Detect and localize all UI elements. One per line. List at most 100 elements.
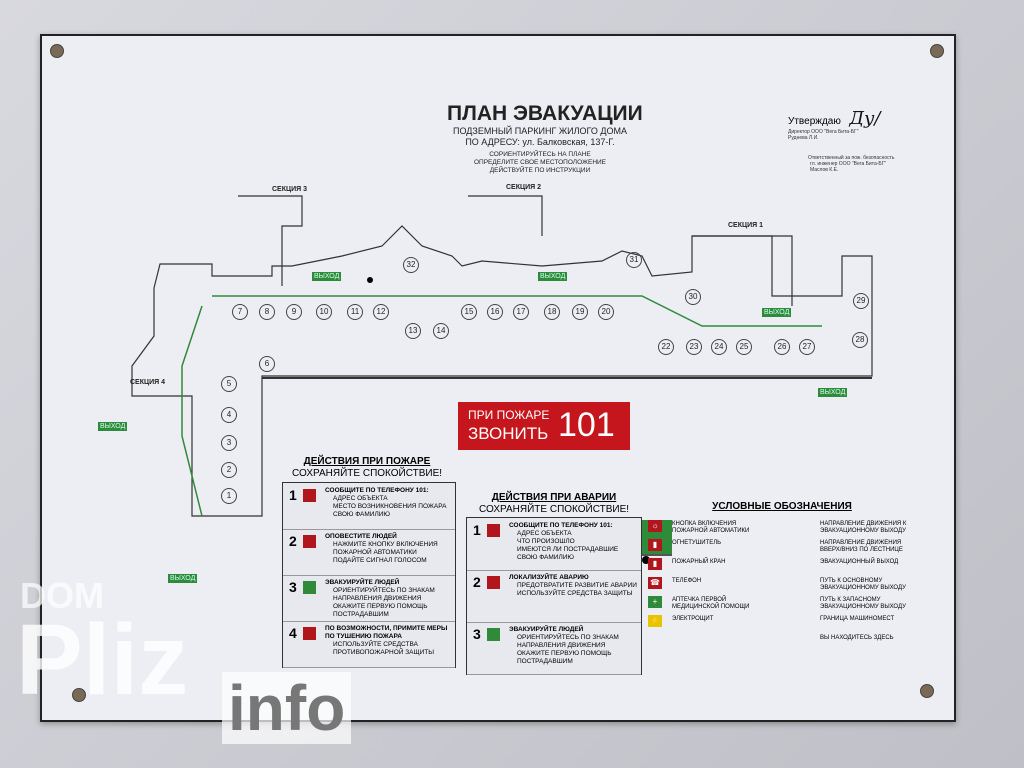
screw bbox=[930, 44, 944, 58]
watermark-logo: Pliz bbox=[16, 604, 189, 716]
parking-spot-number: 19 bbox=[572, 304, 588, 320]
parking-spot-number: 32 bbox=[403, 257, 419, 273]
parking-spot-number: 18 bbox=[544, 304, 560, 320]
exit-sign: ВЫХОД bbox=[818, 388, 848, 397]
step-item: СВОЮ ФАМИЛИЮ bbox=[517, 554, 574, 561]
step-item: ИМЕЮТСЯ ЛИ ПОСТРАДАВШИЕ bbox=[517, 546, 619, 553]
step-number: 4 bbox=[289, 625, 297, 641]
legend-label: ПОЖАРНЫЙ КРАН bbox=[672, 559, 726, 565]
legend-label: ПУТЬ К ОСНОВНОМУ ЭВАКУАЦИОННОМУ ВЫХОДУ bbox=[820, 578, 906, 591]
exit-sign: ВЫХОД bbox=[762, 308, 792, 317]
parking-spot-number: 13 bbox=[405, 323, 421, 339]
legend-label: ОГНЕТУШИТЕЛЬ bbox=[672, 540, 722, 546]
legend-label: ЭВАКУАЦИОННЫЙ ВЫХОД bbox=[820, 559, 899, 565]
parking-spot-number: 2 bbox=[221, 462, 237, 478]
subtitle: ПОДЗЕМНЫЙ ПАРКИНГ ЖИЛОГО ДОМА bbox=[453, 126, 627, 136]
step-item: ИСПОЛЬЗУЙТЕ СРЕДСТВА ЗАЩИТЫ bbox=[517, 590, 633, 597]
step-item: ЧТО ПРОИЗОШЛО bbox=[517, 538, 575, 545]
legend-label: КНОПКА ВКЛЮЧЕНИЯ ПОЖАРНОЙ АВТОМАТИКИ bbox=[672, 521, 750, 534]
parking-spot-number: 14 bbox=[433, 323, 449, 339]
step-icon bbox=[303, 535, 316, 548]
legend-label: НАПРАВЛЕНИЕ ДВИЖЕНИЯ К ЭВАКУАЦИОННОМУ ВЫ… bbox=[820, 521, 907, 534]
parking-spot-number: 20 bbox=[598, 304, 614, 320]
step-item: ОКАЖИТЕ ПЕРВУЮ ПОМОЩЬ ПОСТРАДАВШИМ bbox=[333, 603, 428, 618]
step-icon bbox=[303, 581, 316, 594]
watermark-top: DOM bbox=[20, 575, 104, 616]
step-item: ОРИЕНТИРУЙТЕСЬ ПО ЗНАКАМ НАПРАВЛЕНИЯ ДВИ… bbox=[517, 634, 619, 649]
watermark-suffix: info bbox=[222, 672, 352, 744]
step-item: ИСПОЛЬЗУЙТЕ СРЕДСТВА ПРОТИВОПОЖАРНОЙ ЗАЩ… bbox=[333, 641, 434, 656]
parking-spot-number: 12 bbox=[373, 304, 389, 320]
section-label: СЕКЦИЯ 2 bbox=[506, 184, 542, 191]
parking-spot-number: 22 bbox=[658, 339, 674, 355]
fire-call-banner: ПРИ ПОЖАРЕ ЗВОНИТЬ 101 bbox=[458, 402, 630, 450]
legend-symbol bbox=[642, 550, 672, 552]
step-number: 3 bbox=[473, 626, 481, 642]
signature: Ду/ bbox=[843, 108, 881, 129]
step-icon bbox=[487, 576, 500, 589]
legend-icon: ☎ bbox=[648, 577, 662, 589]
parking-spot-number: 11 bbox=[347, 304, 363, 320]
instruction: ДЕЙСТВУЙТЕ ПО ИНСТРУКЦИИ bbox=[489, 167, 591, 174]
fire-actions-title: ДЕЙСТВИЯ ПРИ ПОЖАРЕ bbox=[303, 456, 431, 467]
director-name: Руднева Л.И. bbox=[788, 135, 819, 141]
parking-spot-number: 8 bbox=[259, 304, 275, 320]
section-label: СЕКЦИЯ 1 bbox=[728, 222, 764, 229]
step-head: ЭВАКУИРУЙТЕ ЛЮДЕЙ bbox=[509, 626, 584, 633]
step-head: ЭВАКУИРУЙТЕ ЛЮДЕЙ bbox=[325, 579, 400, 586]
step-item: МЕСТО ВОЗНИКНОВЕНИЯ ПОЖАРА bbox=[333, 503, 447, 510]
parking-spot-number: 23 bbox=[686, 339, 702, 355]
step-head: ОПОВЕСТИТЕ ЛЮДЕЙ bbox=[325, 533, 397, 540]
legend: ☼КНОПКА ВКЛЮЧЕНИЯ ПОЖАРНОЙ АВТОМАТИКИ▮ОГ… bbox=[642, 520, 914, 658]
step-number: 2 bbox=[289, 533, 297, 549]
legend-label: АПТЕЧКА ПЕРВОЙ МЕДИЦИНСКОЙ ПОМОЩИ bbox=[672, 597, 750, 610]
legend-icon: ⚡ bbox=[648, 615, 662, 627]
parking-spot-number: 10 bbox=[316, 304, 332, 320]
parking-spot-number: 26 bbox=[774, 339, 790, 355]
step-icon bbox=[303, 627, 316, 640]
legend-label: НАПРАВЛЕНИЕ ДВИЖЕНИЯ ВВЕРХ/ВНИЗ ПО ЛЕСТН… bbox=[820, 540, 903, 553]
parking-spot-number: 3 bbox=[221, 435, 237, 451]
parking-spot-number: 28 bbox=[852, 332, 868, 348]
fire-call-line2: ЗВОНИТЬ bbox=[468, 424, 549, 443]
parking-spot-number: 24 bbox=[711, 339, 727, 355]
step-head: СООБЩИТЕ ПО ТЕЛЕФОНУ 101: bbox=[509, 522, 613, 529]
step-item: ПРЕДОТВРАТИТЕ РАЗВИТИЕ АВАРИИ bbox=[517, 582, 637, 589]
screw bbox=[72, 688, 86, 702]
step-icon bbox=[487, 524, 500, 537]
instruction: ОПРЕДЕЛИТЕ СВОЕ МЕСТОПОЛОЖЕНИЕ bbox=[473, 159, 607, 166]
parking-spot-number: 5 bbox=[221, 376, 237, 392]
step-icon bbox=[303, 489, 316, 502]
exit-sign: ВЫХОД bbox=[538, 272, 568, 281]
exit-sign: ВЫХОД bbox=[312, 272, 342, 281]
step-number: 1 bbox=[289, 487, 297, 503]
responsible-name: Маслов К.Е. bbox=[810, 167, 839, 173]
parking-spot-number: 25 bbox=[736, 339, 752, 355]
step-number: 2 bbox=[473, 574, 481, 590]
action-step: 4 ПО ВОЗМОЖНОСТИ, ПРИМИТЕ МЕРЫ ПО ТУШЕНИЮ… bbox=[283, 621, 455, 668]
step-item: ПОДАЙТЕ СИГНАЛ ГОЛОСОМ bbox=[333, 557, 427, 564]
parking-spot-number: 4 bbox=[221, 407, 237, 423]
step-item: АДРЕС ОБЪЕКТА bbox=[333, 495, 388, 502]
exit-sign: ВЫХОД bbox=[168, 574, 198, 583]
parking-spot-number: 31 bbox=[626, 252, 642, 268]
step-head: ПО ВОЗМОЖНОСТИ, ПРИМИТЕ МЕРЫ ПО ТУШЕНИЮ … bbox=[325, 625, 448, 640]
exit-sign: ВЫХОД bbox=[98, 422, 128, 431]
legend-title: УСЛОВНЫЕ ОБОЗНАЧЕНИЯ bbox=[712, 501, 852, 512]
screw bbox=[920, 684, 934, 698]
parking-spot-number: 1 bbox=[221, 488, 237, 504]
section-label: СЕКЦИЯ 3 bbox=[272, 186, 308, 193]
legend-symbol bbox=[642, 552, 672, 554]
legend-label: ТЕЛЕФОН bbox=[672, 578, 702, 584]
legend-label: ВЫ НАХОДИТЕСЬ ЗДЕСЬ bbox=[820, 635, 894, 641]
